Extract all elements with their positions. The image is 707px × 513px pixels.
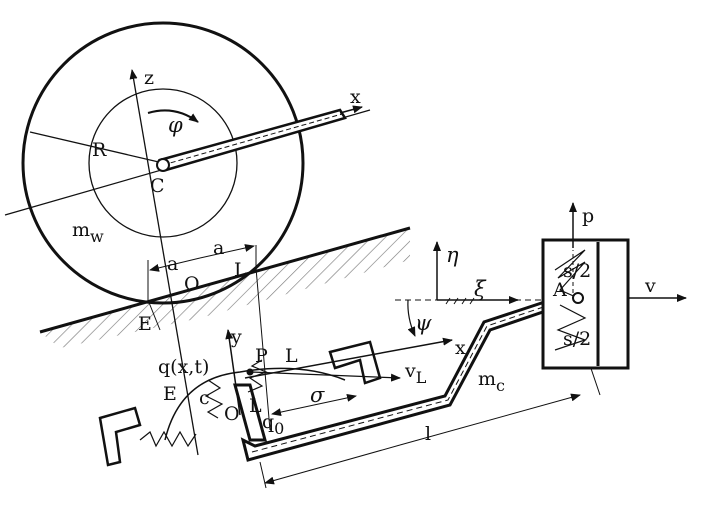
label-xi: ξ [474,277,487,301]
label-s2-top: s/2 [563,260,591,282]
label-l: l [425,423,431,445]
spring-s2-top [554,249,586,299]
label-O-low: O [224,403,240,425]
dim-l [264,444,401,485]
dim-a-right [199,244,255,259]
label-O-top: O [184,273,200,295]
label-z: z [144,67,154,89]
spring-c [204,379,224,419]
label-sigma: σ [310,383,325,407]
label-c: c [199,387,210,409]
label-a-right: a [213,237,224,259]
label-mw: mw [72,219,104,246]
y-axis [225,329,241,416]
label-y: y [230,326,242,348]
x-axis-top [339,105,363,114]
label-vL: vL [404,360,427,387]
label-mc: mc [478,368,505,395]
phi-arrow [147,109,199,123]
belt-right [328,340,382,385]
label-s2-bot: s/2 [563,328,591,350]
x-axis-lower [244,337,453,379]
road-surface [39,226,411,334]
label-psi: ψ [415,311,432,335]
label-v: v [644,275,656,297]
wheel-inner [88,88,238,238]
point-P [246,368,254,376]
label-x-low: x [455,337,466,359]
z-axis [129,69,199,456]
label-A: A [552,279,567,301]
label-P: P [255,345,268,367]
vL-arrow [249,371,401,382]
spring-s2-bot [554,304,587,351]
label-a-left: a [167,253,178,275]
radius-line [29,131,164,164]
label-qxt: q(x,t) [158,356,209,378]
psi-arc [407,299,416,337]
label-E-low: E [163,383,177,405]
label-C: C [150,175,165,197]
dim-sigma [299,393,357,409]
label-L-top: L [234,259,247,281]
label-p: p [582,205,594,227]
label-L-low: L [249,395,262,417]
tire-carcass [233,383,267,442]
label-E-top: E [138,313,152,335]
hub-center [156,158,170,172]
label-q0: q0 [262,411,284,438]
pivot-A [572,292,584,304]
belt-left [98,406,142,467]
dim-a-left [149,257,201,272]
label-x-top: x [350,86,361,108]
spring-left [139,430,197,448]
wheel-outer [21,21,305,305]
label-eta: η [446,243,459,267]
tread-deformation [164,367,346,441]
label-L-mid: L [285,345,298,367]
label-phi: φ [168,113,183,137]
label-R: R [92,139,107,161]
